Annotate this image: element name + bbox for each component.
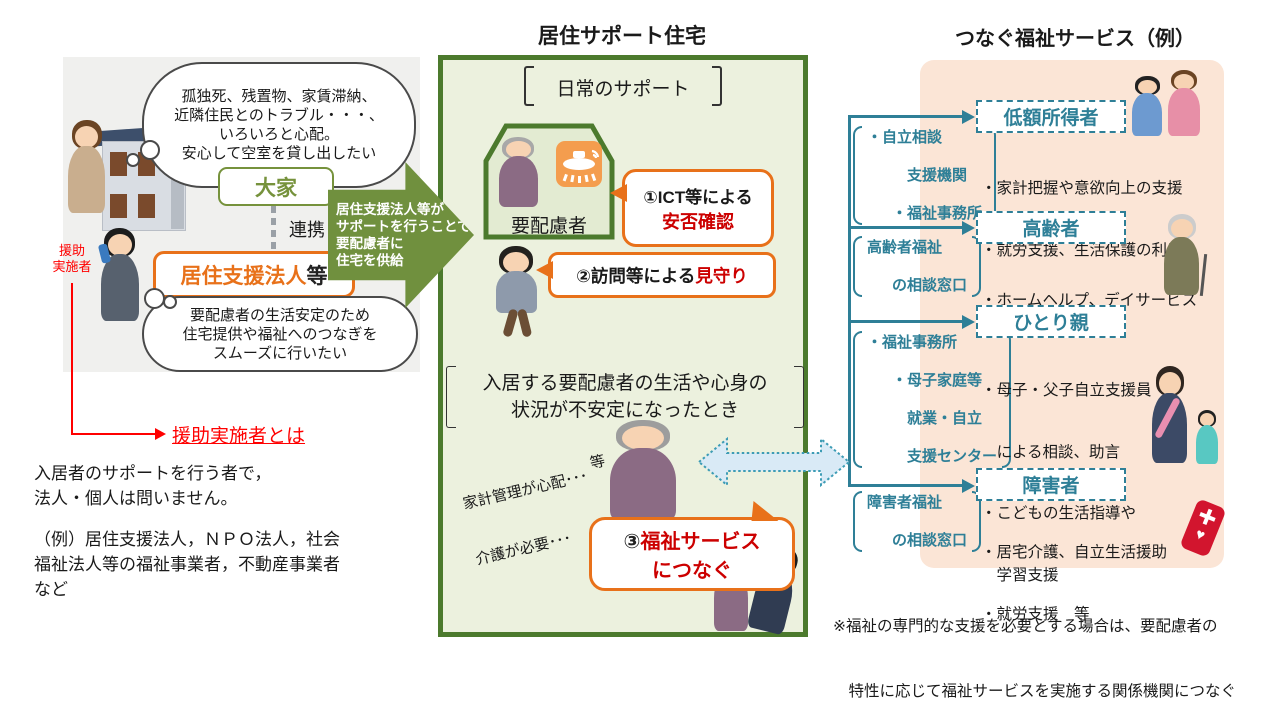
helper-connector-arrowhead — [155, 428, 166, 440]
thought-trail-circle — [163, 295, 177, 309]
support-corporation-label: 居住支援法人 — [180, 264, 307, 288]
service3-bubble: ③福祉サービス につなぐ — [589, 501, 795, 591]
landlord-thought-bubble: 孤独死、残置物、家賃滞納、 近隣住民とのトラブル・・・、 いろいろと心配。 安心… — [142, 62, 416, 188]
category-box-low-income: 低額所得者 — [976, 100, 1126, 133]
tree-branch — [848, 226, 964, 229]
footnotes: ※福祉の専門的な支援を必要とする場合は、要配慮者の 特性に応じて福祉サービスを実… — [833, 618, 1237, 700]
service1-highlight: 安否確認 — [662, 211, 734, 232]
low-income-couple-illustration — [1130, 76, 1170, 138]
source-label-1: ・自立相談 支援機関 ・福祉事務所 — [853, 126, 997, 225]
helper-definition-link: 援助実施者とは — [172, 426, 306, 447]
bracket-right — [711, 66, 722, 106]
landlord-illustration — [66, 120, 114, 216]
thought-trail-circle — [140, 140, 160, 160]
right-title: つなぐ福祉サービス（例） — [955, 28, 1195, 50]
support-corporation-suffix: 等 — [306, 264, 328, 288]
category-bullets: ・母子・父子自立支援員 による相談、助言 ・こどもの生活指導や 学習支援 — [981, 382, 1152, 584]
tree-arrowhead — [962, 110, 975, 124]
cane — [1199, 253, 1208, 297]
helper-connector-vertical — [71, 283, 73, 434]
service2-highlight: 見守り — [695, 265, 748, 286]
cooperation-label: 連携 — [289, 220, 325, 240]
helper-tag: 援助 実施者 — [52, 243, 92, 274]
service3-number: ③ — [623, 531, 641, 553]
bracket-left — [524, 66, 535, 106]
helper-connector-horizontal — [71, 433, 155, 435]
bracket-left — [446, 366, 456, 428]
support-corporation-box: 居住支援法人等 — [153, 251, 355, 298]
tree-branch — [848, 320, 964, 323]
source-label-2: 高齢者福祉 の相談窓口 — [853, 236, 982, 297]
service3-text-1: 福祉サービス — [640, 531, 761, 553]
bubble-tail — [610, 184, 627, 202]
tree-arrowhead — [962, 315, 975, 329]
thought-line: 孤独死、残置物、家賃滞納、 — [181, 88, 377, 105]
unstable-note: 入居する要配慮者の生活や心身の 状況が不安定になったとき — [446, 366, 804, 428]
category-box-elderly: 高齢者 — [976, 211, 1126, 244]
tree-vertical-line — [848, 115, 851, 487]
helper-description-2: （例）居住支援法人，ＮＰＯ法人，社会 福祉法人等の福祉事業者，不動産事業者 など — [34, 530, 340, 599]
center-title: 居住サポート住宅 — [538, 25, 706, 48]
resident-label: 要配慮者 — [510, 216, 587, 237]
corp-thought-bubble: 要配慮者の生活安定のため 住宅提供や福祉へのつなぎを スムーズに行いたい — [142, 296, 418, 372]
thought-trail-circle — [126, 153, 140, 167]
source-label-3: ・福祉事務所 ・母子家庭等 就業・自立 支援センター — [853, 331, 1012, 468]
service3-text-2: につなぐ — [652, 560, 732, 582]
worried-resident-illustration — [606, 420, 692, 524]
ict-sensor-light-icon — [556, 141, 602, 192]
bubble-tail — [536, 261, 553, 279]
tree-arrowhead — [962, 221, 975, 235]
landlord-label: 大家 — [255, 176, 297, 200]
tree-branch — [848, 115, 964, 118]
bracket-right — [794, 366, 804, 428]
helper-description-1: 入居者のサポートを行う者で， 法人・個人は問いません。 — [34, 464, 272, 508]
support-corp-staff-illustration — [97, 228, 148, 324]
low-income-couple-illustration — [1166, 70, 1208, 138]
service2-bubble: ②訪問等による 見守り — [536, 252, 776, 298]
category-bullets: ・居宅介護、自立生活援助 ・就労支援 等 — [981, 544, 1168, 623]
thought-line: いろいろと心配。 — [218, 126, 339, 143]
thought-line: 近隣住民とのトラブル・・・、 — [174, 107, 384, 124]
connect-double-arrow — [695, 432, 853, 497]
landlord-label-box: 大家 — [218, 167, 334, 206]
category-bullets: ・家計把握や意欲向上の支援 ・就労支援、生活保護の利用 — [981, 180, 1183, 259]
category-box-disabled: 障害者 — [976, 468, 1126, 501]
resident-house: 要配慮者 — [482, 121, 616, 241]
service2-text: ②訪問等による — [576, 265, 696, 286]
service1-bubble: ①ICT等による 安否確認 — [610, 169, 774, 247]
visiting-staff-illustration — [493, 246, 547, 338]
child-illustration — [1194, 410, 1224, 466]
thought-line: 安心して空室を貸し出したい — [181, 145, 377, 162]
elderly-resident-illustration — [496, 137, 548, 209]
service1-text: ①ICT等による — [643, 187, 753, 207]
elderly-man-illustration — [1162, 214, 1208, 298]
daily-support-label: 日常のサポート — [556, 79, 690, 100]
single-parent-illustration — [1150, 366, 1196, 466]
category-bullets: ・ホームヘルプ、デイサービス — [981, 292, 1198, 309]
cooperation-dashed-line — [271, 206, 276, 254]
tree-arrowhead — [962, 479, 975, 493]
source-label-4: 障害者福祉 の相談窓口 — [853, 491, 982, 552]
tree-branch — [848, 484, 964, 487]
thought-trail-circle — [144, 288, 165, 309]
bubble-tail — [746, 501, 779, 521]
category-box-single-parent: ひとり親 — [976, 305, 1126, 338]
daily-support-header: 日常のサポート — [438, 66, 808, 106]
